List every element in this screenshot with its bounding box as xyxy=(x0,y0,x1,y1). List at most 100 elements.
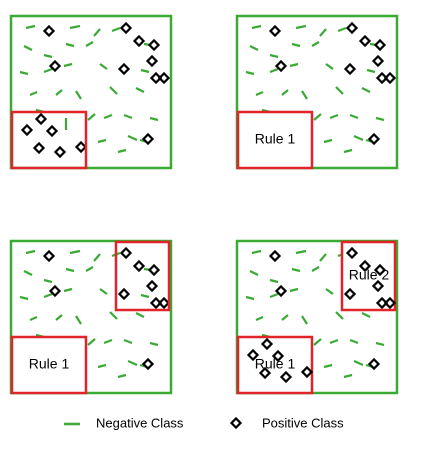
negative-class-mark xyxy=(313,113,322,121)
negative-class-mark xyxy=(109,311,118,320)
negative-class-mark xyxy=(281,89,289,96)
negative-class-mark xyxy=(117,148,127,154)
positive-class-mark xyxy=(54,146,66,158)
negative-marks xyxy=(245,249,385,379)
negative-class-mark xyxy=(311,41,320,47)
rule-1-label: Rule 1 xyxy=(255,131,296,147)
negative-class-mark xyxy=(135,312,145,318)
negative-class-mark xyxy=(19,295,29,301)
negative-class-mark xyxy=(23,270,33,276)
negative-class-mark xyxy=(97,138,107,144)
negative-class-mark xyxy=(99,63,108,70)
rule-box-highlight xyxy=(10,110,88,170)
legend: Negative Class Positive Class xyxy=(64,415,344,430)
panel-bottom-left: Rule 1 xyxy=(9,239,173,395)
positive-class-mark xyxy=(33,142,45,154)
positive-class-mark xyxy=(146,280,158,292)
negative-class-mark xyxy=(117,373,127,379)
negative-class-mark xyxy=(127,134,138,142)
negative-class-mark xyxy=(127,359,138,367)
negative-class-mark xyxy=(249,270,259,276)
negative-class-mark xyxy=(255,90,264,97)
negative-class-mark xyxy=(329,338,339,345)
negative-class-mark xyxy=(245,295,255,301)
positive-class-mark xyxy=(75,141,87,153)
negative-class-mark xyxy=(75,315,82,325)
positive-class-mark xyxy=(118,63,130,75)
rule-box-highlight xyxy=(114,240,171,312)
legend-positive-label: Positive Class xyxy=(262,415,344,430)
negative-class-mark xyxy=(43,292,53,299)
negative-class-mark xyxy=(85,266,94,272)
negative-class-mark xyxy=(29,90,38,97)
negative-marks xyxy=(19,249,159,379)
negative-class-mark xyxy=(281,314,289,321)
positive-class-mark xyxy=(158,72,170,84)
negative-class-mark xyxy=(75,90,82,100)
negative-class-mark xyxy=(149,116,159,122)
panel-frame xyxy=(9,239,173,395)
positive-class-mark xyxy=(21,124,33,136)
negative-class-mark xyxy=(63,287,73,293)
negative-class-mark xyxy=(25,24,36,30)
negative-class-mark xyxy=(123,338,133,345)
negative-class-mark xyxy=(375,341,385,347)
negative-class-mark xyxy=(55,89,63,96)
negative-class-mark xyxy=(69,24,81,30)
negative-class-mark xyxy=(103,338,113,345)
negative-class-mark xyxy=(301,90,308,100)
rule-1-box xyxy=(236,335,314,395)
positive-class-mark xyxy=(35,113,47,125)
positive-class-mark xyxy=(146,55,158,67)
panel-bottom-right: Rule 2 Rule 1 xyxy=(235,239,399,395)
negative-class-mark xyxy=(87,113,96,121)
negative-class-mark xyxy=(313,338,322,346)
negative-class-mark xyxy=(87,338,96,346)
negative-class-mark xyxy=(251,24,262,30)
negative-class-mark xyxy=(291,267,301,273)
negative-class-mark xyxy=(343,148,353,154)
negative-class-mark xyxy=(135,87,145,93)
positive-class-mark xyxy=(346,22,358,34)
negative-class-mark xyxy=(29,315,38,322)
positive-class-mark xyxy=(269,25,281,37)
negative-class-mark xyxy=(269,278,279,284)
negative-class-mark xyxy=(19,70,29,76)
panel-frame xyxy=(235,239,399,395)
rule-2-label: Rule 2 xyxy=(349,267,390,283)
negative-class-mark xyxy=(289,287,299,293)
positive-class-mark xyxy=(46,125,58,137)
panel-frame xyxy=(9,14,173,170)
positive-class-mark xyxy=(120,22,132,34)
positive-class-mark xyxy=(359,35,371,47)
positive-class-mark xyxy=(384,72,396,84)
negative-marks xyxy=(245,24,385,154)
negative-class-mark xyxy=(93,253,101,262)
negative-class-mark xyxy=(245,70,255,76)
negative-marks xyxy=(19,24,159,154)
negative-class-mark xyxy=(140,293,150,299)
negative-class-mark xyxy=(65,42,75,48)
negative-class-mark xyxy=(353,134,364,142)
positive-class-mark xyxy=(269,250,281,262)
negative-class-mark xyxy=(361,312,371,318)
negative-class-mark xyxy=(375,116,385,122)
negative-class-mark xyxy=(325,288,334,295)
negative-class-mark xyxy=(255,315,264,322)
negative-class-mark xyxy=(335,86,344,95)
positive-class-mark xyxy=(120,247,132,259)
negative-class-mark xyxy=(55,314,63,321)
negative-class-mark xyxy=(311,266,320,272)
positive-class-mark xyxy=(118,288,130,300)
negative-class-mark xyxy=(325,63,334,70)
positive-class-mark xyxy=(148,264,160,276)
negative-class-mark xyxy=(23,45,33,51)
positive-class-mark xyxy=(374,39,386,51)
negative-class-mark xyxy=(249,45,259,51)
positive-class-mark xyxy=(148,39,160,51)
negative-class-mark xyxy=(361,87,371,93)
positive-class-mark xyxy=(344,63,356,75)
negative-class-mark xyxy=(97,363,107,369)
positive-class-mark xyxy=(43,25,55,37)
